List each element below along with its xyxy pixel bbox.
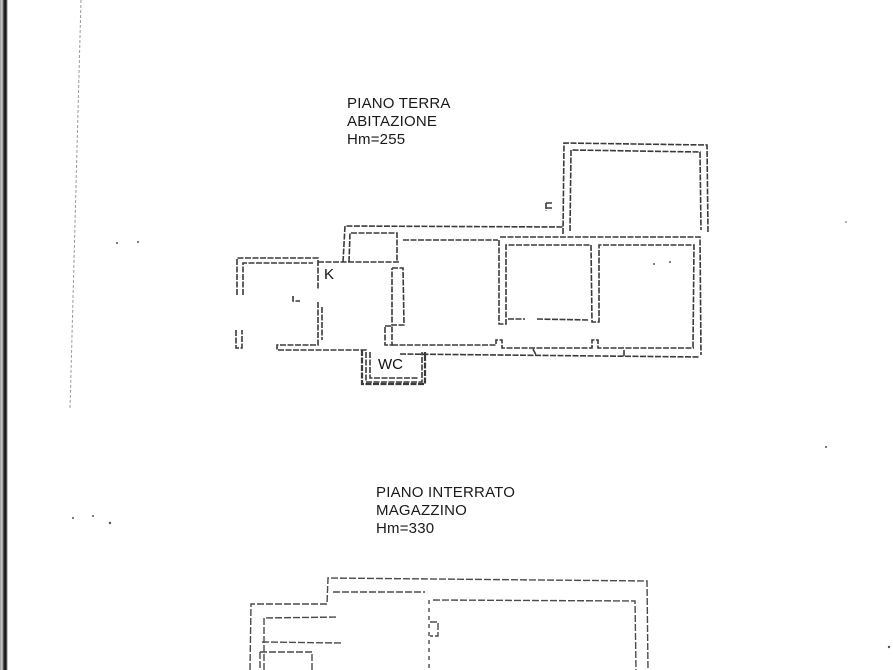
room-label-kitchen: K [324,266,335,283]
basement-use: MAGAZZINO [376,502,467,519]
basement-title: PIANO INTERRATO [376,484,516,501]
scan-specks [72,221,891,649]
ground-floor-use: ABITAZIONE [347,113,438,130]
ground-floor-label: PIANO TERRA ABITAZIONE Hm=255 [347,95,451,149]
margin-line [69,0,82,411]
basement-label: PIANO INTERRATO MAGAZZINO Hm=330 [376,484,515,538]
basement-plan [249,577,649,670]
room-label-wc: WC [378,356,403,373]
ground-floor-height: Hm=255 [347,131,406,148]
ground-floor-title: PIANO TERRA [347,95,451,112]
scan-border-edge [0,0,8,670]
basement-height: Hm=330 [376,520,435,537]
ground-floor-plan [235,142,709,386]
